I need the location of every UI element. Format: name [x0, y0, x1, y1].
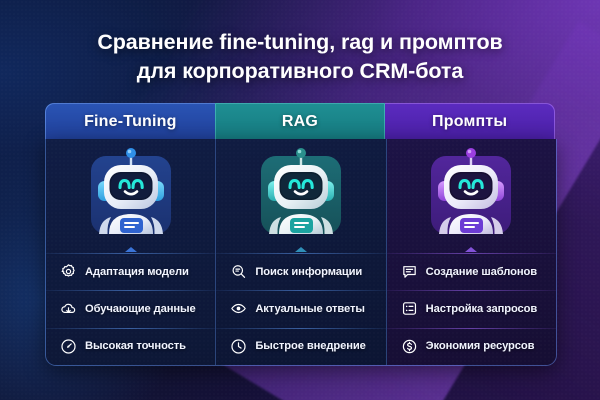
feature-label: Создание шаблонов	[425, 265, 538, 278]
feature-list-prompts: Создание шаблонов Настройка запросов	[386, 251, 556, 365]
tab-prompts-label: Промпты	[432, 112, 508, 130]
robot-area-rag	[216, 139, 385, 252]
gauge-icon	[59, 337, 78, 356]
feature-row[interactable]: Адаптация модели	[46, 253, 216, 290]
feature-label: Актуальные ответы	[255, 302, 365, 315]
robot-mascot-blue	[79, 146, 183, 244]
feature-label: Адаптация модели	[85, 265, 189, 278]
search-document-icon	[229, 262, 248, 281]
comparison-card: Fine-Tuning RAG Промпты	[45, 103, 557, 366]
feature-label: Настройка запросов	[425, 302, 538, 315]
robot-area-fine-tuning	[46, 139, 215, 252]
tab-rag[interactable]: RAG	[214, 103, 386, 139]
cloud-download-icon	[59, 299, 78, 318]
column-fine-tuning: Адаптация модели Обучающие данные	[46, 139, 217, 365]
feature-label: Высокая точность	[85, 340, 186, 353]
feature-label: Обучающие данные	[85, 302, 196, 315]
feature-row[interactable]: Актуальные ответы	[216, 290, 386, 327]
speech-bubble-icon	[400, 262, 419, 281]
gear-icon	[59, 262, 78, 281]
feature-list-rag: Поиск информации Актуальные ответы	[216, 251, 386, 365]
feature-row[interactable]: Создание шаблонов	[386, 253, 556, 290]
feature-row[interactable]: Настройка запросов	[386, 290, 556, 327]
feature-row[interactable]: Обучающие данные	[46, 290, 216, 327]
list-form-icon	[400, 299, 419, 318]
tab-fine-tuning[interactable]: Fine-Tuning	[45, 103, 215, 139]
robot-mascot-purple	[419, 146, 523, 244]
tab-fine-tuning-label: Fine-Tuning	[84, 112, 177, 130]
feature-label: Быстрое внедрение	[255, 340, 366, 353]
tab-rag-label: RAG	[281, 112, 319, 130]
robot-area-prompts	[387, 139, 556, 252]
page-title: Сравнение fine-tuning, rag и промптов дл…	[0, 28, 600, 85]
comparison-columns: Адаптация модели Обучающие данные	[45, 139, 557, 366]
feature-row[interactable]: Высокая точность	[46, 327, 216, 365]
feature-row[interactable]: Экономия ресурсов	[386, 327, 556, 365]
feature-label: Экономия ресурсов	[425, 340, 535, 353]
page-title-line1: Сравнение fine-tuning, rag и промптов	[97, 30, 503, 54]
column-prompts: Создание шаблонов Настройка запросов	[386, 139, 556, 365]
feature-label: Поиск информации	[255, 265, 363, 278]
page-title-line2: для корпоративного CRM-бота	[136, 58, 464, 83]
dollar-circle-icon	[400, 337, 419, 356]
robot-mascot-teal	[249, 146, 353, 244]
column-header-tabs: Fine-Tuning RAG Промпты	[45, 103, 556, 139]
feature-row[interactable]: Быстрое внедрение	[216, 327, 386, 365]
eye-icon	[229, 299, 248, 318]
column-rag: Поиск информации Актуальные ответы	[216, 139, 387, 365]
clock-icon	[229, 337, 248, 356]
tab-prompts[interactable]: Промпты	[385, 103, 556, 139]
feature-row[interactable]: Поиск информации	[216, 253, 386, 290]
feature-list-fine-tuning: Адаптация модели Обучающие данные	[46, 251, 216, 365]
